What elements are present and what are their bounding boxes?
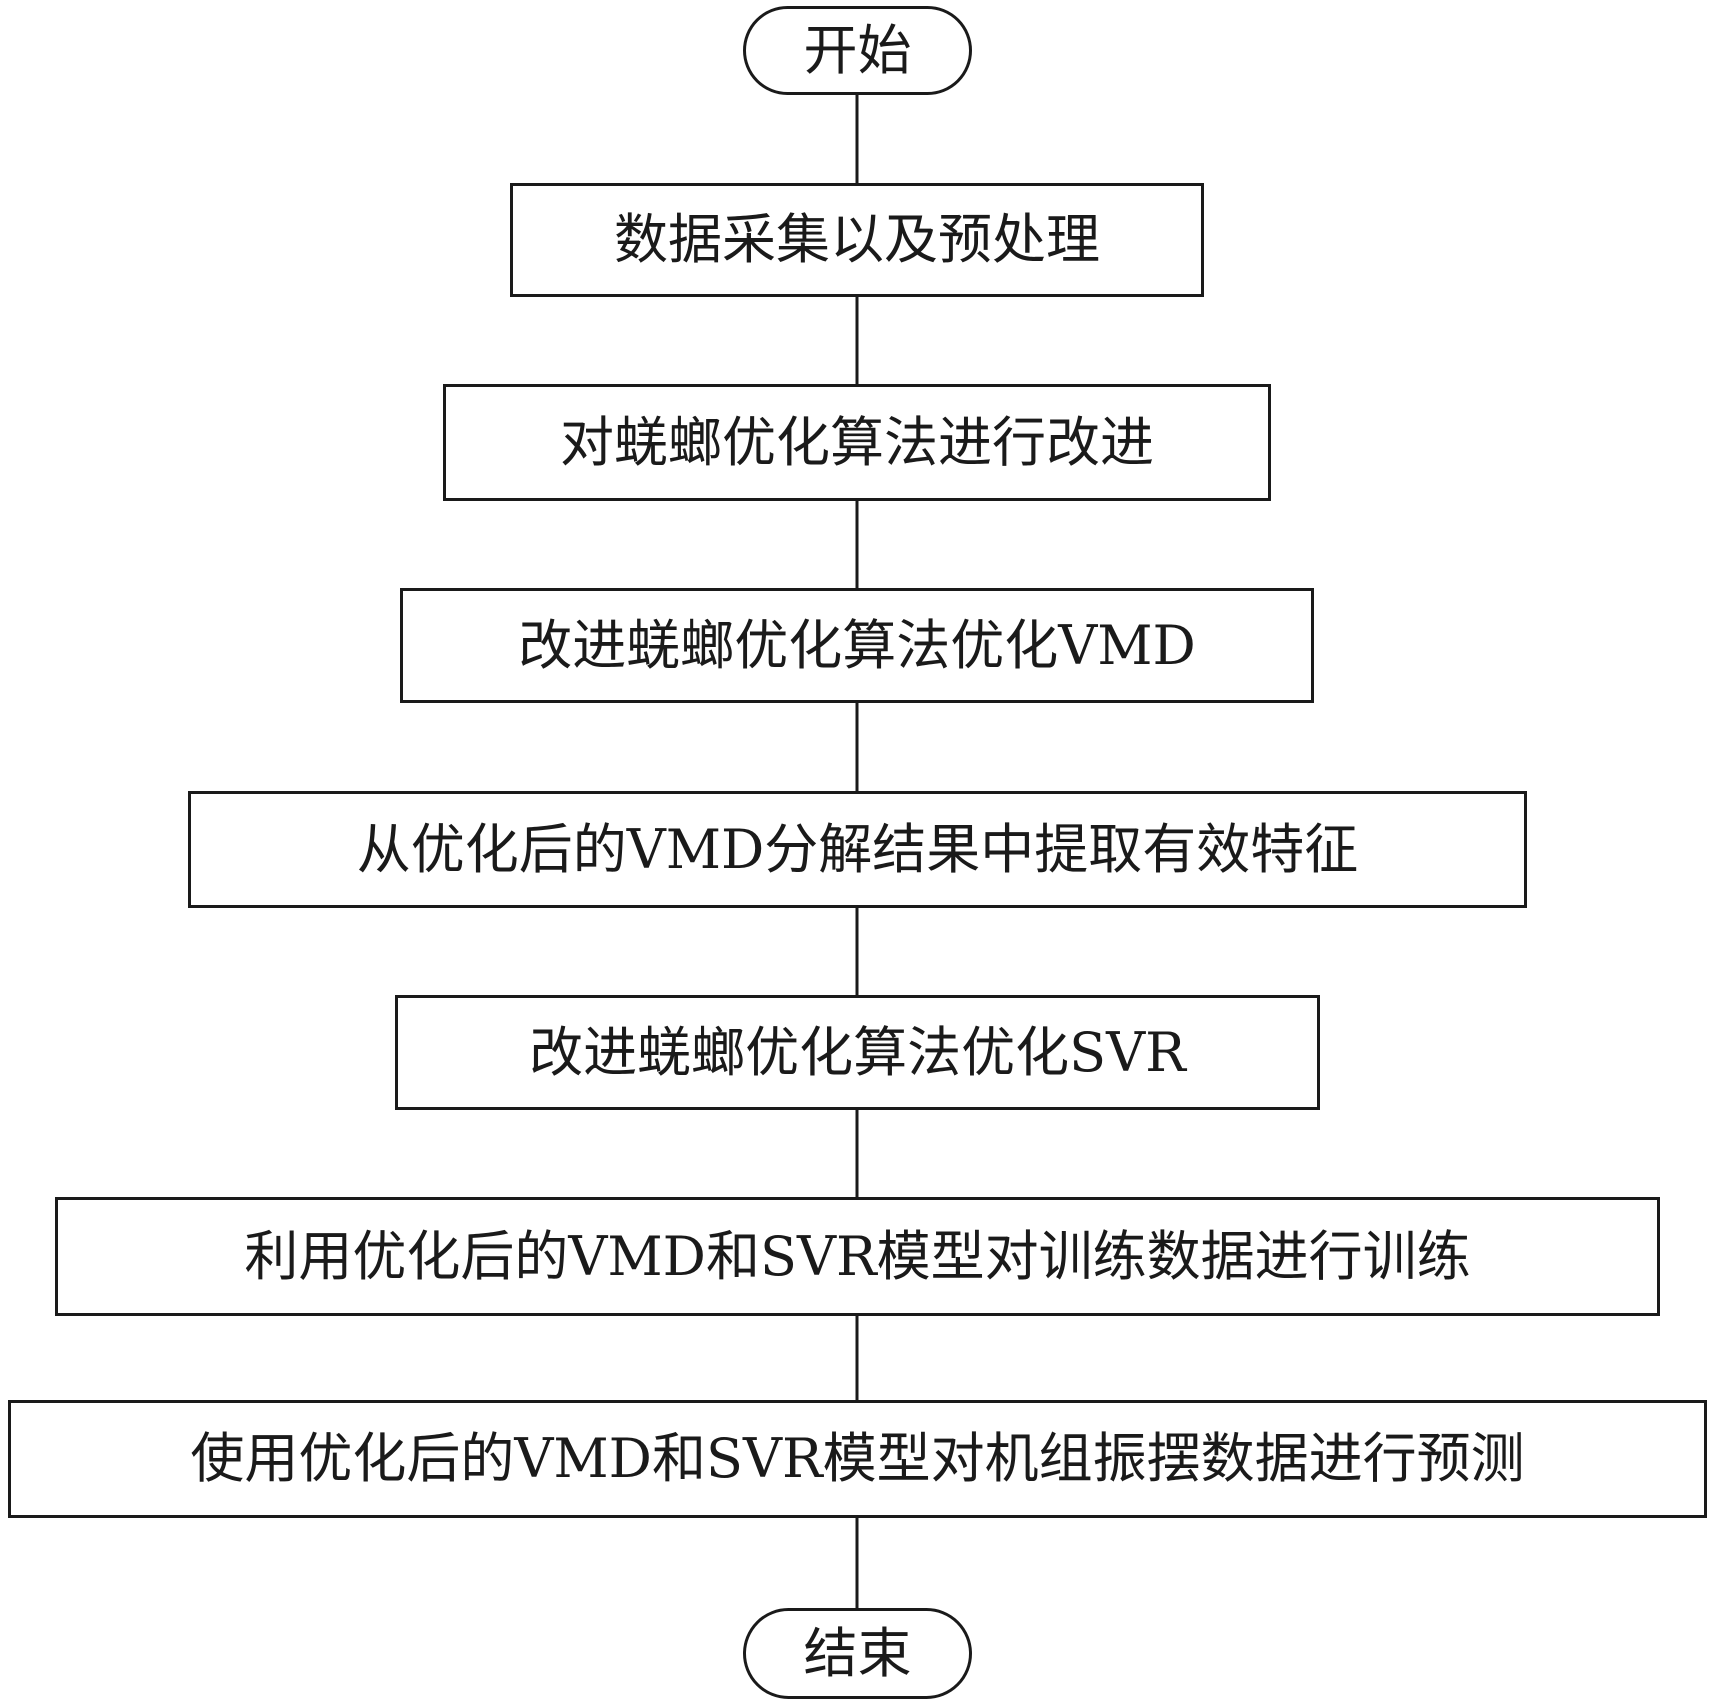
step-4-label: 从优化后的VMD分解结果中提取有效特征 bbox=[356, 817, 1359, 881]
step-improve-dung-beetle-optimizer: 对蜣螂优化算法进行改进 bbox=[443, 384, 1271, 501]
step-predict-vibration: 使用优化后的VMD和SVR模型对机组振摆数据进行预测 bbox=[8, 1400, 1707, 1518]
end-terminal: 结束 bbox=[743, 1608, 972, 1699]
step-3-label: 改进蜣螂优化算法优化VMD bbox=[518, 613, 1196, 677]
step-extract-features: 从优化后的VMD分解结果中提取有效特征 bbox=[188, 791, 1527, 908]
step-2-label: 对蜣螂优化算法进行改进 bbox=[560, 410, 1154, 474]
step-1-label: 数据采集以及预处理 bbox=[614, 208, 1100, 271]
start-label: 开始 bbox=[803, 18, 912, 82]
start-terminal: 开始 bbox=[743, 6, 972, 95]
step-5-label: 改进蜣螂优化算法优化SVR bbox=[529, 1020, 1186, 1084]
end-label: 结束 bbox=[803, 1621, 912, 1685]
step-train-model: 利用优化后的VMD和SVR模型对训练数据进行训练 bbox=[55, 1197, 1660, 1316]
step-optimize-vmd: 改进蜣螂优化算法优化VMD bbox=[400, 588, 1314, 703]
step-data-collection-preprocessing: 数据采集以及预处理 bbox=[510, 183, 1204, 297]
step-7-label: 使用优化后的VMD和SVR模型对机组振摆数据进行预测 bbox=[190, 1427, 1525, 1490]
step-optimize-svr: 改进蜣螂优化算法优化SVR bbox=[395, 995, 1320, 1110]
step-6-label: 利用优化后的VMD和SVR模型对训练数据进行训练 bbox=[244, 1224, 1471, 1288]
